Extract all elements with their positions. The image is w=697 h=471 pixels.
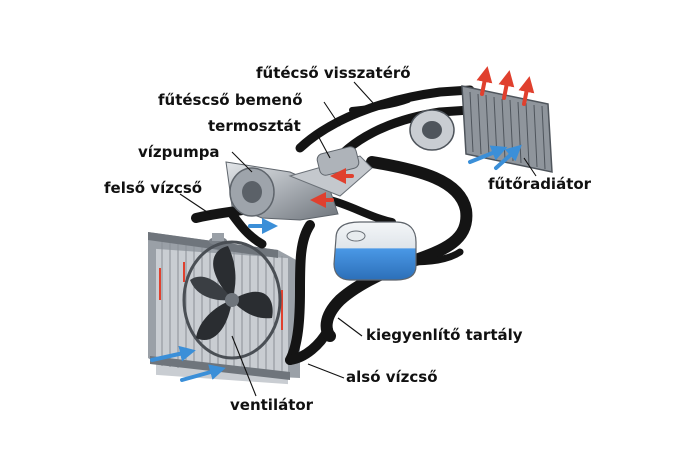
heater-core [409,85,553,173]
label-heater-inlet-hose: fűtéscső bemenő [158,91,303,109]
expansion-tank [333,221,417,281]
flow-arrows [150,66,535,382]
fan [182,240,282,360]
label-heater-return-hose: fűtécső visszatérő [256,64,411,82]
label-upper-hose: felső vízcső [104,179,203,197]
label-lower-hose: alsó vízcső [346,368,438,386]
label-heater-core: fűtőradiátor [488,175,592,193]
label-expansion-tank: kiegyenlítő tartály [366,326,523,344]
leader-lines [179,81,537,397]
label-fan: ventilátor [230,396,314,414]
label-thermostat: termosztát [208,117,301,135]
label-water-pump: vízpumpa [138,143,220,161]
